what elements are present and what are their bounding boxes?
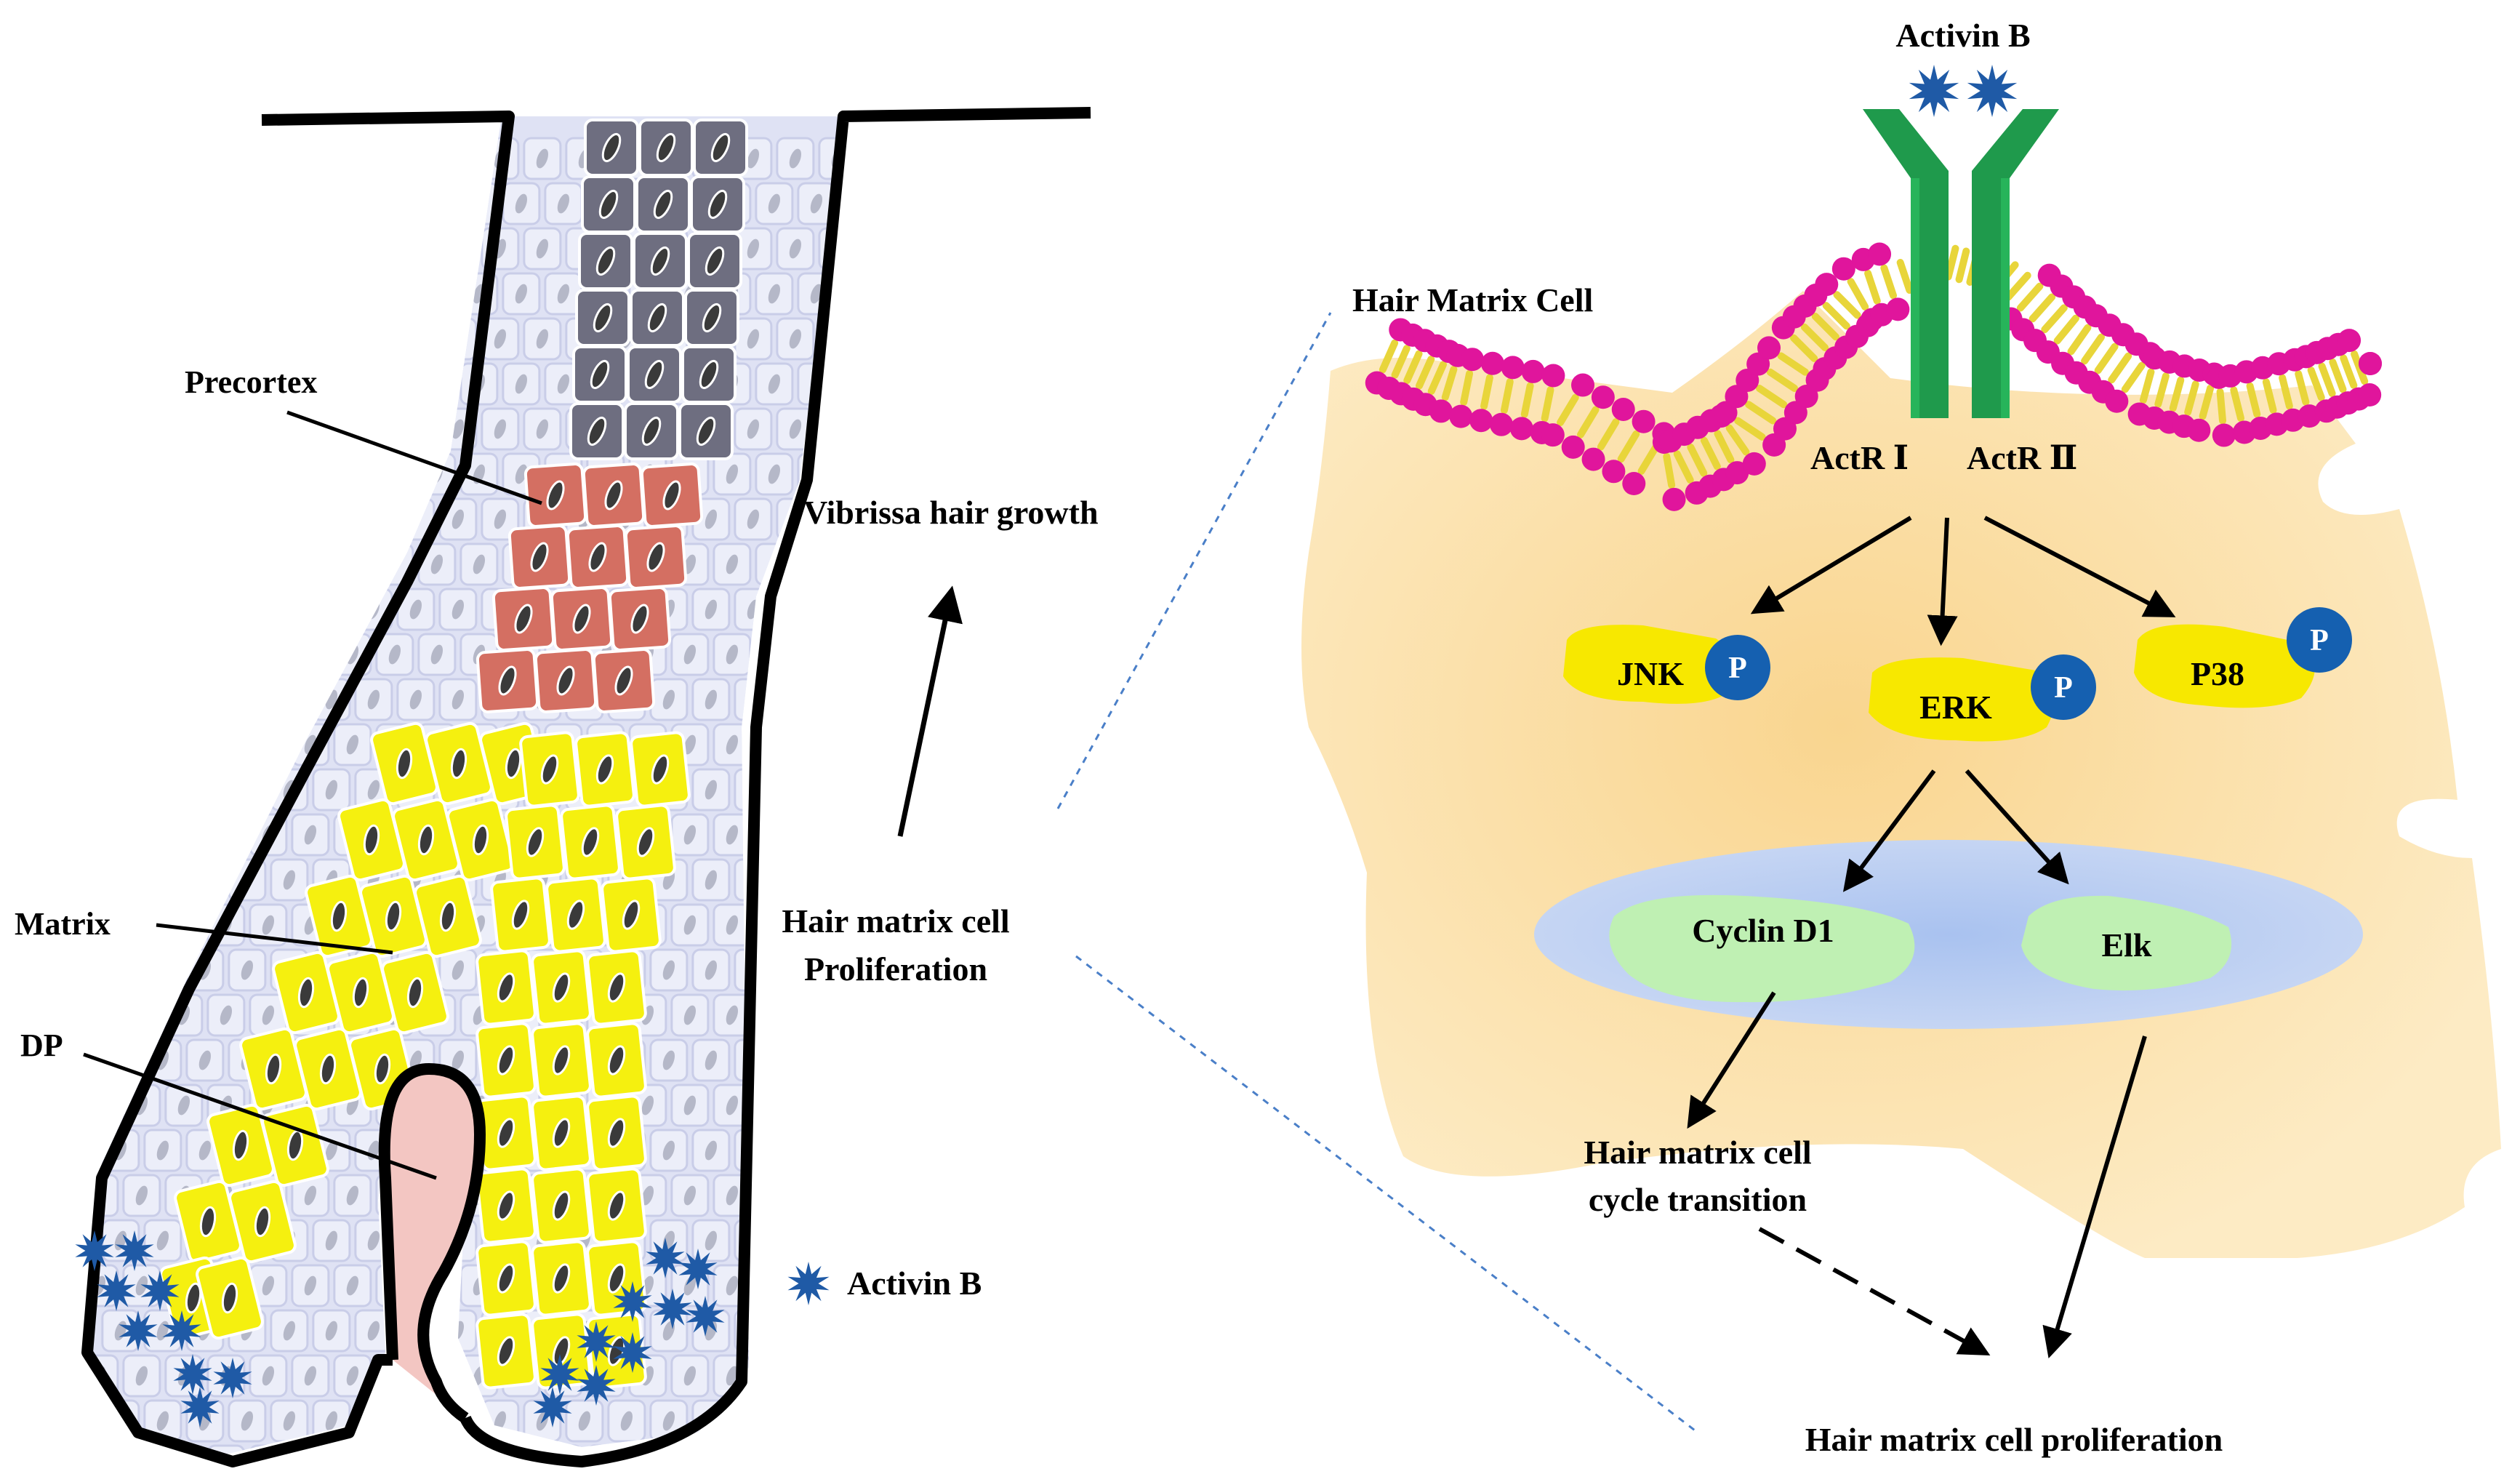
dermal-papilla: [378, 1062, 486, 1423]
erk-phospho-label: P: [2054, 671, 2073, 705]
activin-top-label: Activin B: [1895, 17, 2030, 54]
growth-arrow: [897, 585, 963, 837]
activin-star-icon: [613, 1281, 652, 1322]
kinase-erk: ERK P: [1869, 654, 2096, 742]
activin-star-icon: [540, 1354, 579, 1395]
receptor2-label: ActR Ⅱ: [1967, 439, 2077, 476]
hair-matrix-cell: [1301, 291, 2501, 1258]
activin-star-icon: [213, 1358, 252, 1398]
arrow-erk-to-cyclin: [1842, 769, 1936, 892]
arrow-to-p38: [1983, 516, 2176, 617]
activin-star-icon: [140, 1270, 180, 1311]
precortex-label: Precortex: [185, 364, 317, 400]
elk: Elk: [2021, 895, 2232, 991]
precortex-pointer: [286, 410, 542, 505]
p38-phospho-icon: [2287, 607, 2352, 673]
legend-activin-label: Activin B: [847, 1265, 982, 1302]
arrow-cyclin-to-cycle: [1687, 991, 1776, 1129]
cyclin-d1: Cyclin D1: [1609, 894, 1915, 1003]
arrow-elk-to-proliferation: [2042, 1036, 2147, 1359]
activin-star-icon: [75, 1230, 114, 1271]
activin-star-icon: [115, 1230, 154, 1271]
arrow-cycle-to-proliferation: [1758, 1227, 1991, 1356]
cyclin-d1-label: Cyclin D1: [1692, 912, 1834, 949]
kinase-erk-label: ERK: [1919, 689, 1992, 726]
activin-star-icon: [533, 1387, 572, 1427]
matrix-prolif-label-line2: Proliferation: [804, 950, 987, 988]
kinase-jnk-label: JNK: [1617, 655, 1684, 692]
activin-star-icon: [173, 1354, 212, 1395]
arrow-erk-to-elk: [1965, 769, 2069, 885]
follicle-outline: [81, 111, 515, 1467]
elk-label: Elk: [2101, 926, 2151, 964]
matrix-pointer: [156, 923, 393, 955]
activin-star-icon: [97, 1270, 136, 1311]
jnk-phospho-label: P: [1728, 652, 1747, 685]
activin-receptor: [1863, 109, 2059, 418]
receptor1-label: ActR Ⅰ: [1810, 439, 1909, 476]
activin-star-icon: [1967, 65, 2018, 117]
activin-star-icon: [787, 1262, 830, 1305]
dp-pointer: [83, 1052, 437, 1180]
cell-body: [1301, 291, 2501, 1258]
erk-phospho-icon: [2031, 654, 2096, 720]
outcome-final: Hair matrix cell proliferation: [1805, 1421, 2223, 1458]
activin-star-icon: [686, 1296, 725, 1337]
matrix-label: Matrix: [15, 906, 111, 942]
activin-star-icon: [1909, 65, 1959, 117]
kinase-jnk: JNK P: [1563, 625, 1770, 704]
jnk-phospho-icon: [1705, 635, 1770, 700]
vibrissa-growth-label: Vibrissa hair growth: [803, 494, 1099, 531]
activin-star-icon: [577, 1321, 616, 1362]
activin-legend: Activin B: [787, 1262, 982, 1305]
outcome-cycle-line1: Hair matrix cell: [1584, 1134, 1811, 1171]
p38-phospho-label: P: [2310, 624, 2329, 657]
activin-star-icon: [653, 1289, 692, 1329]
zoom-line-top: [1056, 312, 1332, 809]
follicle-outline-right: [460, 107, 1091, 1467]
outcome-cycle-line2: cycle transition: [1589, 1181, 1807, 1218]
cell-label: Hair Matrix Cell: [1352, 281, 1593, 319]
activin-star-icon: [119, 1310, 158, 1351]
kinase-p38: P38 P: [2134, 607, 2352, 708]
arrow-to-jnk: [1750, 516, 1912, 614]
activin-star-icon: [180, 1387, 220, 1427]
kinase-p38-label: P38: [2191, 655, 2244, 692]
activin-star-icon: [646, 1238, 685, 1278]
matrix-prolif-label-line1: Hair matrix cell: [782, 902, 1009, 940]
cell-membrane: [1365, 242, 2382, 511]
dp-label: DP: [20, 1028, 63, 1063]
activin-star-icon: [613, 1332, 652, 1373]
activin-star-icon: [162, 1310, 201, 1351]
activin-star-icon: [678, 1249, 718, 1289]
arrow-to-erk: [1927, 517, 1958, 646]
activin-star-icon: [577, 1365, 616, 1406]
receptor-type1: [1863, 109, 1949, 418]
receptor-type2: [1972, 109, 2059, 418]
legend-star-shape: [787, 1262, 830, 1305]
